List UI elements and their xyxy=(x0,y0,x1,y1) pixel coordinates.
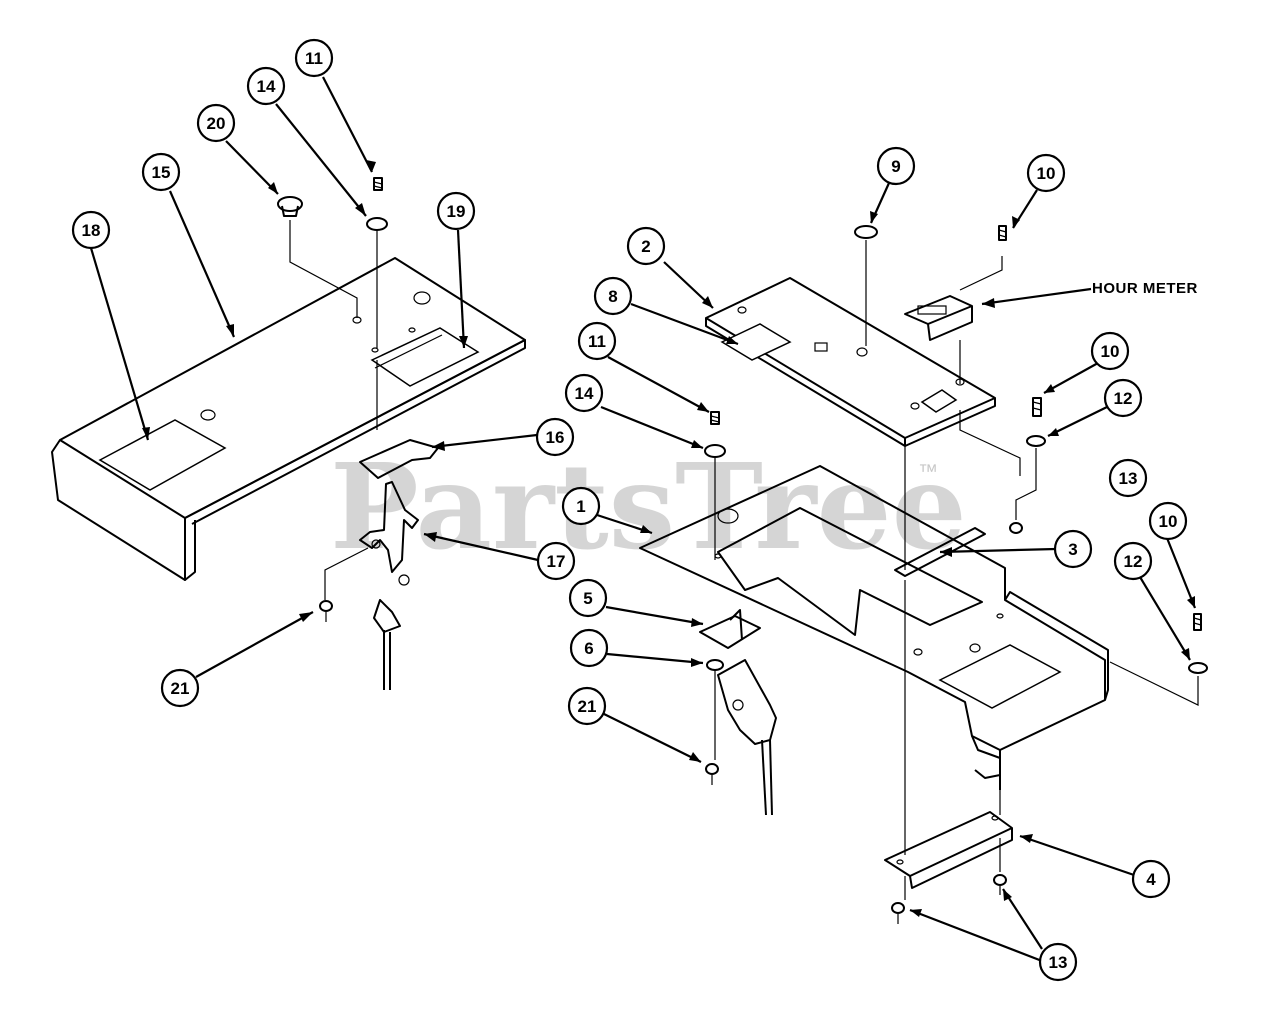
callout-10: 10 xyxy=(1026,153,1066,193)
callout-number: 9 xyxy=(891,157,900,176)
hour-meter xyxy=(904,295,973,341)
callout-19: 19 xyxy=(436,191,476,231)
callout-13: 13 xyxy=(1038,942,1078,982)
callout-number: 10 xyxy=(1037,164,1056,183)
callout-number: 2 xyxy=(641,237,650,256)
callout-number: 10 xyxy=(1159,512,1178,531)
callout-number: 3 xyxy=(1068,540,1077,559)
callout-12: 12 xyxy=(1103,378,1143,418)
dash-panel-15 xyxy=(51,257,526,581)
callout-13: 13 xyxy=(1108,458,1148,498)
lever-assembly-6 xyxy=(706,659,777,816)
nut-21-left xyxy=(319,600,333,622)
washer-9 xyxy=(854,225,878,239)
nut-13-a xyxy=(993,874,1007,895)
bracket-5 xyxy=(699,609,761,649)
callout-14: 14 xyxy=(564,373,604,413)
callout-number: 12 xyxy=(1114,389,1133,408)
screw-11-left xyxy=(373,177,383,191)
callout-6: 6 xyxy=(569,628,609,668)
callout-5: 5 xyxy=(568,578,608,618)
callout-21: 21 xyxy=(160,668,200,708)
callout-9: 9 xyxy=(876,146,916,186)
base-decal xyxy=(938,644,1062,709)
washer-14-left xyxy=(366,217,388,231)
callout-number: 13 xyxy=(1119,469,1138,488)
callout-14: 14 xyxy=(246,66,286,106)
callout-number: 8 xyxy=(608,287,617,306)
callout-10: 10 xyxy=(1148,501,1188,541)
base-plate-1 xyxy=(639,465,1109,790)
nut-21-right xyxy=(705,763,719,785)
callout-number: 12 xyxy=(1124,552,1143,571)
callout-number: 10 xyxy=(1101,342,1120,361)
callout-number: 14 xyxy=(575,384,594,403)
decal-19 xyxy=(370,327,480,387)
callout-number: 17 xyxy=(547,552,566,571)
callout-21: 21 xyxy=(567,686,607,726)
callout-number: 21 xyxy=(171,679,190,698)
callout-number: 19 xyxy=(447,202,466,221)
lever-assembly-17 xyxy=(359,481,419,690)
callout-1: 1 xyxy=(561,486,601,526)
callout-15: 15 xyxy=(141,152,181,192)
callout-10: 10 xyxy=(1090,331,1130,371)
callout-number: 11 xyxy=(305,49,323,68)
callout-4: 4 xyxy=(1131,859,1171,899)
callout-12: 12 xyxy=(1113,541,1153,581)
screw-10-top xyxy=(998,225,1007,241)
callout-11: 11 xyxy=(294,38,334,78)
callout-11: 11 xyxy=(577,321,617,361)
nut-13-mid xyxy=(1009,522,1023,534)
callout-number: 5 xyxy=(583,589,592,608)
upper-plate-2 xyxy=(705,277,996,447)
washer-14-right xyxy=(704,444,726,458)
screw-10-right xyxy=(1193,613,1202,631)
screw-11-right xyxy=(710,411,720,425)
plug-20 xyxy=(277,196,303,217)
callout-number: 13 xyxy=(1049,953,1068,972)
watermark-tm: ™ xyxy=(918,461,938,483)
callout-number: 20 xyxy=(207,114,226,133)
callout-number: 16 xyxy=(546,428,565,447)
decal-18 xyxy=(98,419,227,491)
callout-20: 20 xyxy=(196,103,236,143)
bracket-16 xyxy=(359,439,439,479)
callout-number: 15 xyxy=(152,163,171,182)
callout-16: 16 xyxy=(535,417,575,457)
callout-8: 8 xyxy=(593,276,633,316)
leader-arrowheads xyxy=(142,160,1195,917)
strap-3 xyxy=(894,527,986,577)
callout-number: 6 xyxy=(584,639,593,658)
washer-12-right xyxy=(1188,662,1208,674)
decal-8 xyxy=(720,323,792,361)
callout-number: 1 xyxy=(576,497,585,516)
washer-12-mid xyxy=(1026,435,1046,447)
callout-2: 2 xyxy=(626,226,666,266)
callout-number: 4 xyxy=(1146,870,1156,889)
callout-18: 18 xyxy=(71,210,111,250)
callout-number: 14 xyxy=(257,77,276,96)
nut-13-b xyxy=(891,902,905,924)
callout-17: 17 xyxy=(536,541,576,581)
screw-10-mid xyxy=(1032,397,1042,417)
callout-number: 11 xyxy=(588,332,606,351)
bracket-4 xyxy=(884,811,1013,889)
callout-3: 3 xyxy=(1053,529,1093,569)
hour-meter-label: HOUR METER xyxy=(1092,280,1198,297)
callout-number: 21 xyxy=(578,697,597,716)
callout-number: 18 xyxy=(82,221,101,240)
leader-lines xyxy=(89,76,1197,963)
